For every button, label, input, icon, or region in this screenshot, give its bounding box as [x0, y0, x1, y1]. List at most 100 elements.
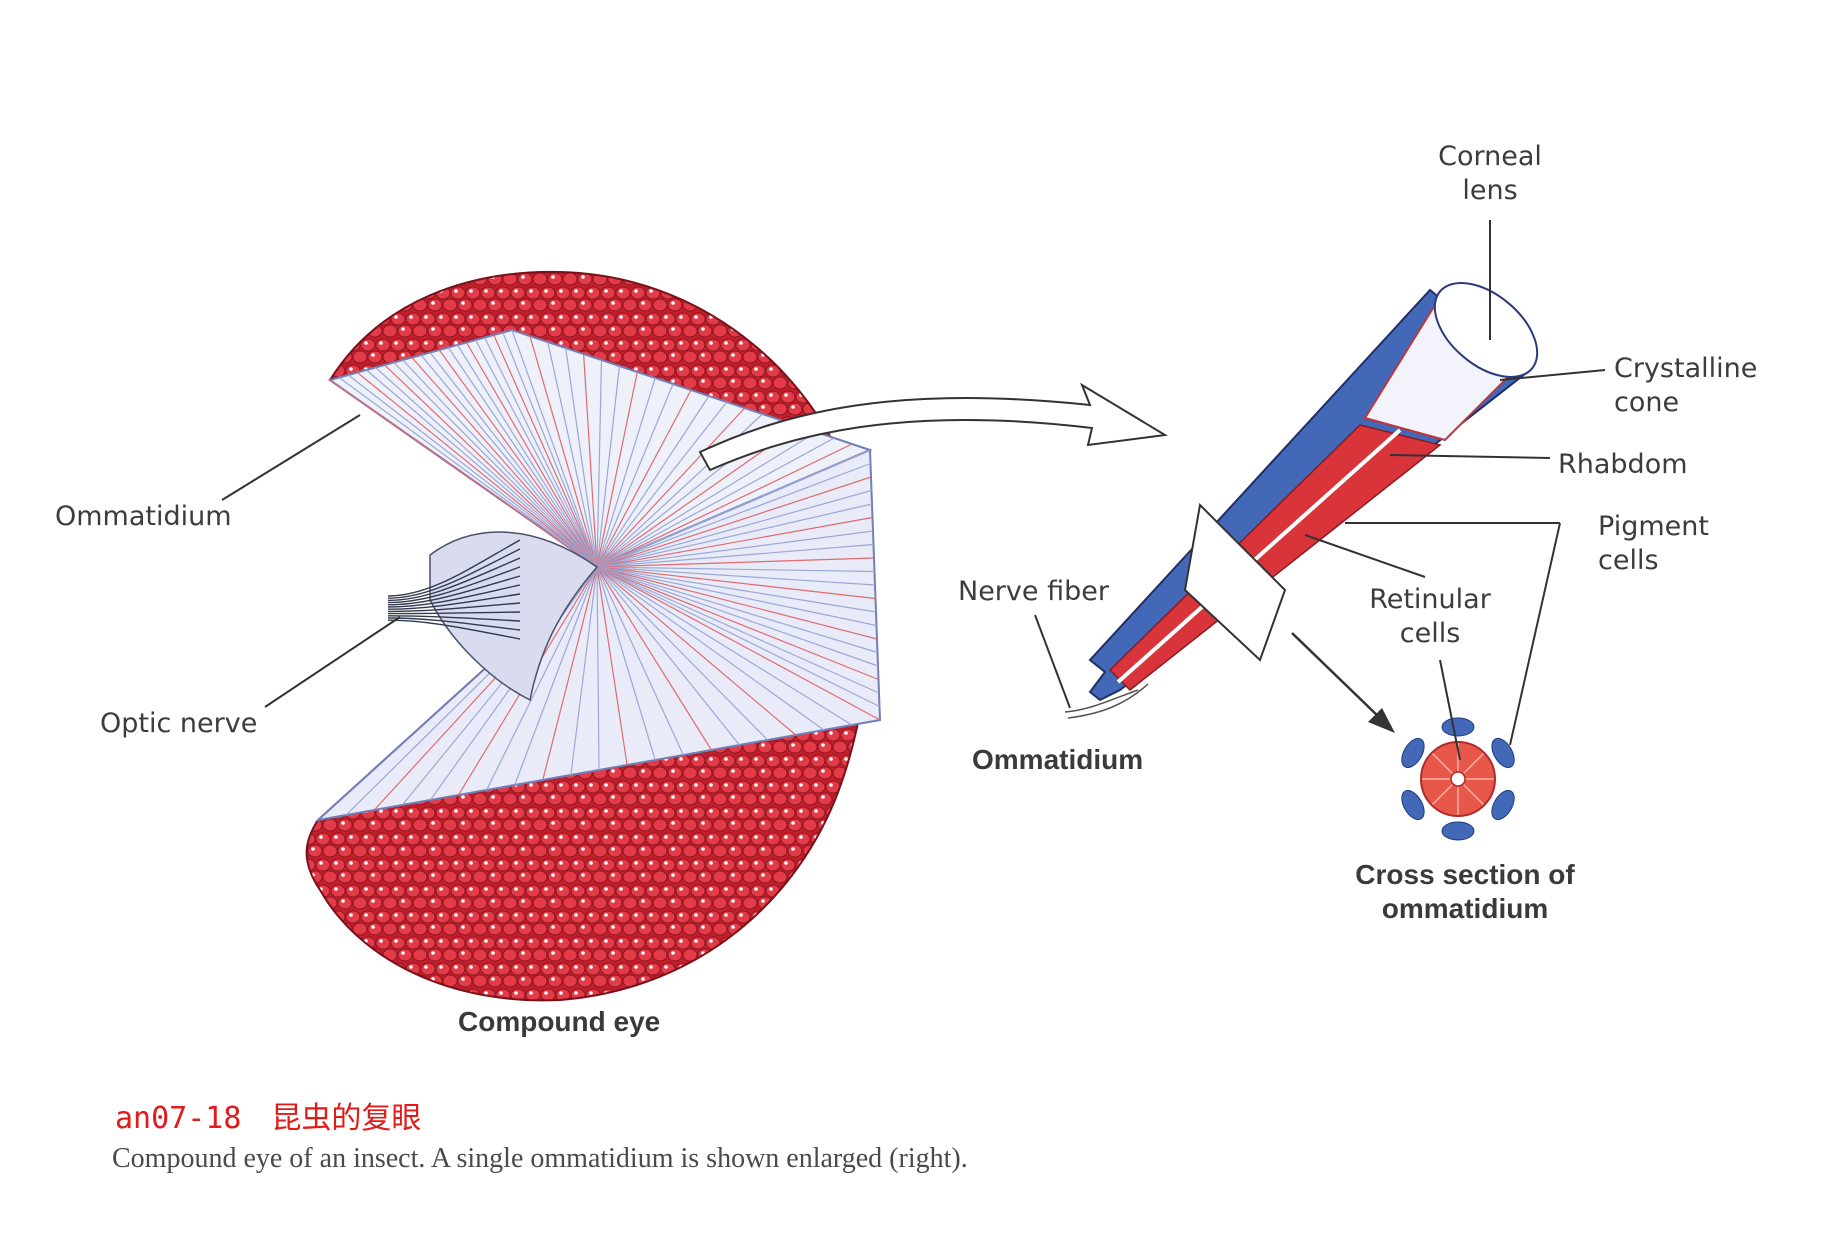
ommatidium-ray	[596, 566, 769, 741]
ommatidium-ray	[447, 347, 598, 568]
pigment-cell	[1441, 821, 1475, 841]
label-pigment-cells-line2: cells	[1598, 545, 1659, 576]
ommatidium-ray	[596, 566, 880, 708]
ommatidium-ray	[596, 503, 873, 568]
ommatidium-ray	[596, 476, 872, 568]
cross-section-arrow-head	[1368, 708, 1395, 733]
optic-nerve-strand	[387, 593, 521, 610]
section-cut-plane	[1183, 502, 1287, 662]
ommatidium-ray	[596, 462, 871, 568]
cross-section-arrow-line	[1291, 632, 1381, 719]
ommatidium-ray	[493, 334, 598, 568]
label-nerve-fiber: Nerve fiber	[958, 576, 1109, 607]
retinular-cell-divider	[1432, 784, 1453, 805]
ommatidium-ray	[596, 443, 853, 568]
label-corneal-lens-line2: lens	[1462, 175, 1518, 206]
optic-nerve-strand	[387, 575, 521, 606]
ommatidium-ray	[429, 352, 598, 568]
pigment-cell	[1401, 789, 1425, 821]
ommatidium-ray	[596, 566, 853, 726]
nerve-fiber-strands	[1064, 683, 1149, 719]
ommatidium-ray	[596, 383, 674, 568]
ommatidium-ray	[542, 566, 598, 781]
cross-section-drawing	[1401, 717, 1515, 841]
ommatidium-ray	[596, 566, 797, 736]
ommatidium-ray	[486, 566, 598, 791]
optic-nerve-strand	[387, 566, 521, 604]
ommatidium-ray	[596, 566, 684, 756]
ommatidium-ray	[596, 566, 825, 731]
ommatidium-ray	[338, 377, 598, 568]
ommatidium-ray	[596, 566, 879, 667]
ommatidium-ray	[596, 395, 710, 568]
label-ommatidium-left: Ommatidium	[55, 501, 232, 532]
label-cross-section-line2: ommatidium	[1381, 893, 1549, 924]
label-optic-nerve: Optic nerve	[100, 708, 258, 739]
optic-nerve-strand	[387, 539, 521, 597]
label-cross-section-line1: Cross section of	[1355, 859, 1575, 890]
label-compound-eye: Compound eye	[458, 1006, 661, 1037]
ommatidium-ray	[596, 557, 875, 568]
label-crystalline-cone: Crystalline cone	[1614, 352, 1757, 420]
retinular-cell-divider	[1463, 753, 1484, 774]
label-retinular-cells-line2: cells	[1399, 618, 1461, 649]
ommatidium-ray	[465, 342, 598, 568]
optic-nerve-strand	[387, 584, 521, 608]
pigment-cell	[1441, 717, 1475, 737]
pigment-cell	[1401, 737, 1425, 769]
ommatidium-ray	[596, 566, 600, 771]
ommatidium-ray	[475, 339, 598, 568]
ommatidium-ray	[596, 389, 692, 568]
ommatidium-ray	[596, 566, 656, 761]
ommatidium-ray	[393, 362, 598, 568]
ommatidium-ray	[596, 566, 878, 640]
enlarge-arrow	[698, 382, 1168, 472]
ommatidium-ray	[502, 332, 598, 568]
ommatidium-ray	[596, 566, 877, 627]
ommatidium-ray	[596, 371, 638, 568]
ommatidium-ray	[456, 344, 598, 568]
ommatidium-ray	[596, 431, 817, 568]
ommatidium-ray	[596, 489, 872, 568]
retinular-cell-divider	[1432, 753, 1453, 774]
optic-nerve-strand	[387, 615, 521, 622]
retinular-cell-divider	[1463, 784, 1484, 805]
cross-section-rhabdom	[1450, 771, 1466, 787]
label-crystalline-cone-line2: cone	[1614, 387, 1680, 418]
label-retinular-cells: Retinular cells	[1350, 583, 1510, 651]
ommatidium-ray	[570, 566, 598, 776]
ommatidium-ray	[596, 566, 712, 751]
ommatidium-ray	[596, 401, 728, 568]
cross-section-pigment-cells	[1401, 717, 1515, 841]
ommatidium-ray	[596, 566, 740, 746]
ommatidium-ray	[438, 349, 598, 568]
ommatidium-ray	[596, 437, 835, 568]
label-corneal-lens-line1: Corneal	[1438, 141, 1542, 172]
ommatidium-ray	[596, 566, 876, 600]
ommatidium-ray	[596, 407, 746, 568]
ommatidium-ray	[402, 359, 598, 568]
optic-nerve-strand	[387, 611, 521, 615]
ommatidium-ray	[596, 566, 881, 721]
label-cross-section: Cross section of ommatidium	[1345, 858, 1585, 926]
ommatidium-ray	[529, 335, 598, 568]
ommatidium-ray	[596, 566, 876, 586]
label-ommatidium-right: Ommatidium	[972, 744, 1144, 775]
ommatidium-ray	[511, 329, 598, 568]
ommatidium-ray	[514, 566, 598, 786]
label-corneal-lens: Corneal lens	[1400, 140, 1580, 208]
ommatidium-ray	[596, 566, 875, 573]
ommatidium-ray	[596, 530, 874, 568]
optic-nerve-strand	[387, 617, 521, 631]
figure-id: an07-18 昆虫的复眼	[115, 1101, 422, 1136]
optic-nerve-bundle	[387, 539, 521, 640]
label-pigment-cells-line1: Pigment	[1598, 511, 1709, 542]
leader-lines	[221, 220, 1606, 761]
ommatidium-ray	[375, 367, 598, 568]
ommatidium-ray	[596, 543, 874, 568]
ommatidium-ray	[596, 566, 628, 766]
label-crystalline-cone-line1: Crystalline	[1614, 353, 1758, 384]
ommatidium-ray	[596, 449, 871, 568]
ommatidium-ray	[347, 374, 598, 568]
